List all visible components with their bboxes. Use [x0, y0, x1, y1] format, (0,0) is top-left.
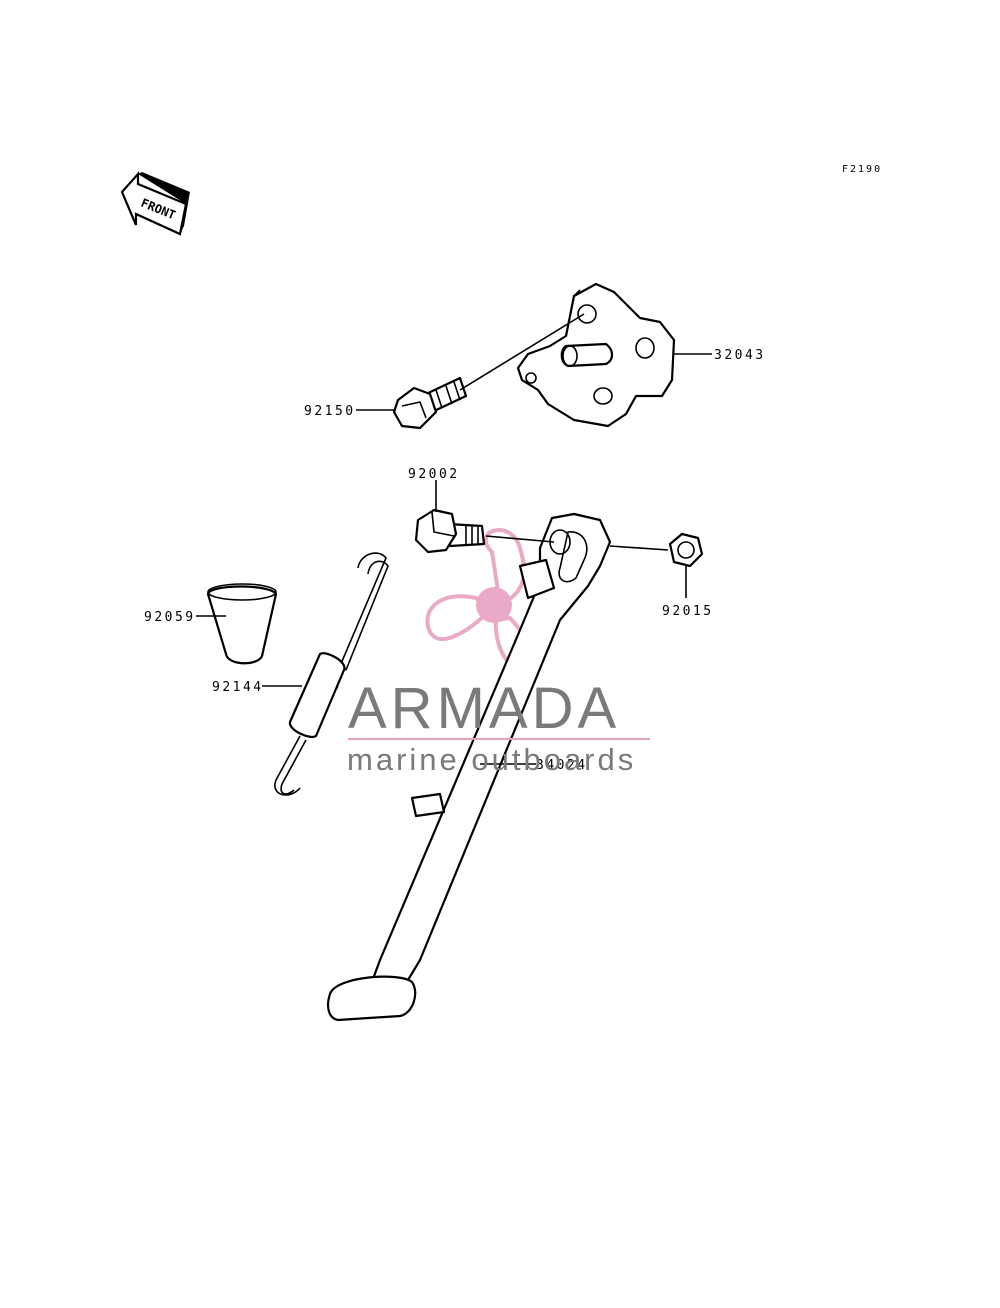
diagram-code: F2190: [842, 164, 882, 175]
label-spring: 92144: [212, 680, 264, 695]
armada-logo-icon: [425, 528, 535, 671]
side-stand-part: [327, 512, 612, 1022]
spring-part: [274, 552, 389, 796]
label-collar: 92059: [144, 610, 196, 625]
label-side-stand: 34024: [536, 758, 588, 773]
pivot-bolt-part: [414, 508, 486, 554]
label-pivot-bolt: 92002: [408, 467, 460, 482]
bracket-part: [516, 282, 676, 428]
label-bracket: 32043: [714, 348, 766, 363]
watermark-subtitle: marine outboards: [347, 742, 636, 777]
watermark-title: ARMADA: [348, 676, 620, 741]
watermark-divider: [348, 738, 650, 740]
bracket-bolt-part: [392, 376, 468, 430]
front-arrow-icon: FRONT: [120, 171, 190, 236]
label-nut: 92015: [662, 604, 714, 619]
collar-part: [206, 583, 278, 665]
leader-lines: [196, 313, 712, 765]
nut-part: [668, 532, 704, 568]
label-bracket-bolt: 92150: [304, 404, 356, 419]
